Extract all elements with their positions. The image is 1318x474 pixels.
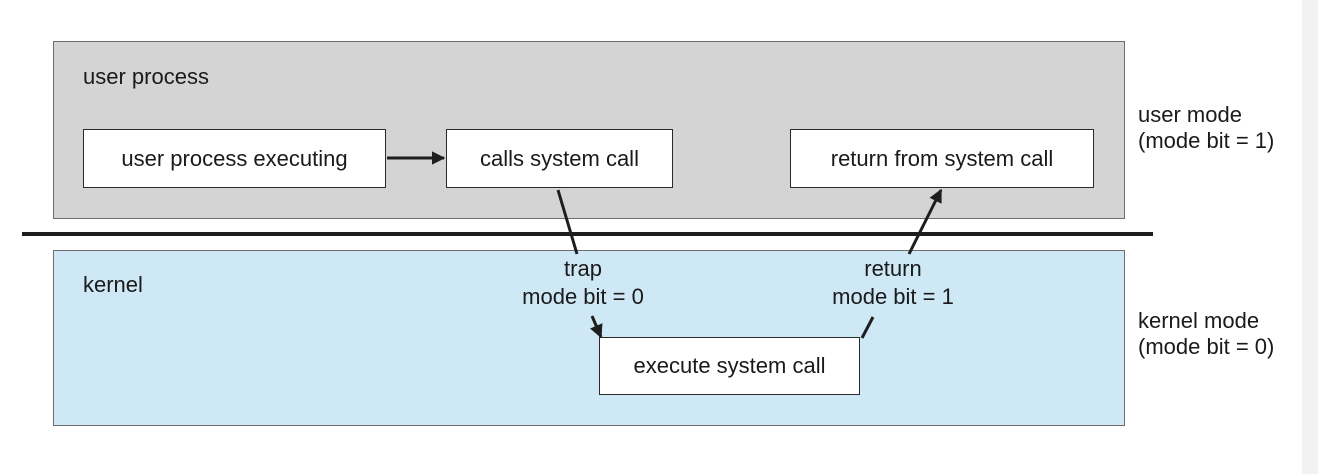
- right-edge-strip: [1302, 0, 1318, 474]
- kernel-title: kernel: [83, 272, 143, 297]
- trap-label-line2: mode bit = 0: [522, 284, 644, 309]
- kernel-mode-label: kernel mode (mode bit = 0): [1138, 308, 1274, 361]
- execute-system-call-box: execute system call: [599, 337, 860, 395]
- return-label-line1: return: [864, 256, 922, 281]
- return-transition-label: return mode bit = 1: [832, 255, 954, 311]
- mode-boundary-line: [22, 232, 1153, 236]
- calls-system-call-box: calls system call: [446, 129, 673, 188]
- execute-system-call-label: execute system call: [633, 353, 826, 378]
- kernel-mode-line2: (mode bit = 0): [1138, 334, 1275, 360]
- user-mode-line2: (mode bit = 1): [1138, 128, 1275, 154]
- user-mode-label: user mode (mode bit = 1): [1138, 102, 1274, 155]
- user-mode-line1: user mode: [1138, 102, 1242, 127]
- return-from-system-call-label: return from system call: [830, 145, 1054, 171]
- return-label-line2: mode bit = 1: [832, 284, 954, 309]
- user-process-title: user process: [83, 64, 209, 89]
- user-process-executing-label: user process executing: [121, 145, 348, 171]
- kernel-region: [53, 250, 1125, 426]
- return-from-system-call-box: return from system call: [790, 129, 1094, 188]
- trap-label-line1: trap: [564, 256, 602, 281]
- trap-transition-label: trap mode bit = 0: [522, 255, 644, 311]
- calls-system-call-label: calls system call: [480, 145, 639, 171]
- kernel-mode-line1: kernel mode: [1138, 308, 1260, 333]
- user-process-executing-box: user process executing: [83, 129, 386, 188]
